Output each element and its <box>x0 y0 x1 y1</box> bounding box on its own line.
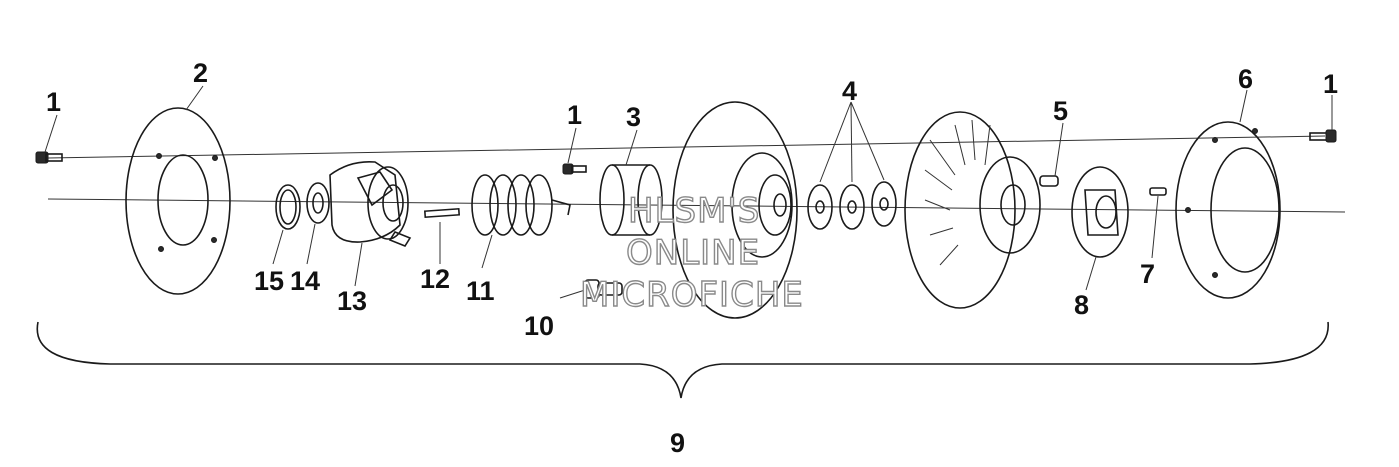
callout-14: 14 <box>290 266 320 296</box>
callout-7: 7 <box>1140 259 1155 289</box>
callout-12: 12 <box>420 264 450 294</box>
bolt-left <box>35 151 63 164</box>
washers-4 <box>807 101 897 230</box>
cam <box>329 160 412 247</box>
callout-3: 3 <box>626 102 641 132</box>
callout-2: 2 <box>193 58 208 88</box>
callout-1-left: 1 <box>46 87 61 117</box>
callout-13: 13 <box>337 286 367 316</box>
movable-sheave <box>904 111 1041 309</box>
callout-9: 9 <box>670 428 685 458</box>
pin <box>423 207 461 219</box>
callout-numbers: 1 2 1 3 4 5 6 1 7 8 9 10 11 12 13 14 15 <box>46 58 1338 458</box>
callout-8: 8 <box>1074 290 1089 320</box>
fitting <box>559 279 623 299</box>
bolt-middle <box>562 163 587 175</box>
assembly-bracket <box>36 321 1329 399</box>
bolt-right <box>1309 129 1337 143</box>
callout-11: 11 <box>466 276 495 306</box>
callout-15: 15 <box>254 266 284 296</box>
bushing <box>599 164 663 236</box>
outer-cover <box>1175 121 1281 299</box>
callout-1-right: 1 <box>1323 69 1338 99</box>
slider-pin <box>1039 175 1059 187</box>
watermark-line-3: MICROFICHE <box>580 275 804 315</box>
leader-lines <box>44 85 1333 291</box>
stationary-sheave <box>672 101 798 319</box>
snap-ring <box>275 184 301 230</box>
callout-4: 4 <box>842 76 857 106</box>
watermark-line-2: ONLINE <box>626 233 760 273</box>
callout-5: 5 <box>1053 96 1068 126</box>
cover-plate <box>125 107 231 295</box>
watermark-line-1: HLSM'S <box>628 191 760 231</box>
callout-1-middle: 1 <box>567 100 582 130</box>
spring <box>471 174 571 236</box>
spider-plate <box>1071 166 1129 258</box>
washer-14 <box>306 182 330 224</box>
axis-lines <box>47 135 1346 213</box>
callout-6: 6 <box>1238 64 1253 94</box>
bolt-small <box>1149 187 1167 196</box>
watermark: HLSM'S ONLINE MICROFICHE <box>579 190 804 315</box>
callout-10: 10 <box>524 311 554 341</box>
